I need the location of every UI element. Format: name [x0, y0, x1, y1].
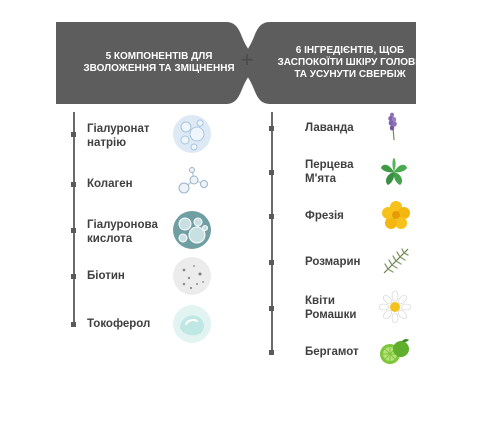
component-label: Колаген — [87, 178, 133, 190]
component-label: Гіалуронат натрію — [87, 123, 150, 149]
chamomile-icon — [379, 291, 411, 323]
bubbles-icon — [173, 115, 211, 153]
banner-right-text: 6 ІНГРЕДІЄНТІВ, ЩОБ ЗАСПОКОЇТИ ШКІРУ ГОЛ… — [277, 45, 423, 80]
bullet-icon — [71, 322, 76, 327]
ingredient-label: Бергамот — [305, 346, 359, 358]
header-banner: 5 КОМПОНЕНТІВ ДЛЯ ЗВОЛОЖЕННЯ ТА ЗМІЦНЕНН… — [56, 22, 422, 104]
ingredient-label: Фрезія — [305, 210, 344, 222]
ingredient-item: Бергамот — [269, 332, 421, 372]
bullet-icon — [71, 274, 76, 279]
banner-left-text: 5 КОМПОНЕНТІВ ДЛЯ ЗВОЛОЖЕННЯ ТА ЗМІЦНЕНН… — [83, 51, 235, 74]
ingredient-item: Перцева М'ята — [269, 152, 421, 192]
bullet-icon — [269, 306, 274, 311]
bullet-icon — [71, 228, 76, 233]
component-item: Колаген — [71, 164, 223, 204]
ingredient-item: Розмарин — [269, 242, 421, 282]
component-item: Гіалуронова кислота — [71, 210, 223, 254]
bullet-icon — [269, 350, 274, 355]
ingredient-label: Лаванда — [305, 122, 354, 134]
bergamot-icon — [380, 339, 409, 364]
ingredient-item: Фрезія — [269, 196, 421, 236]
gel-icon — [173, 305, 211, 343]
bullet-icon — [269, 260, 274, 265]
lavender-icon — [388, 112, 397, 141]
ingredient-label: Квіти Ромашки — [305, 295, 357, 321]
bullet-icon — [71, 182, 76, 187]
component-label: Гіалуронова кислота — [87, 219, 158, 245]
ingredient-label: Перцева М'ята — [305, 159, 354, 185]
component-item: Гіалуронат натрію — [71, 114, 223, 158]
rosemary-icon — [383, 248, 409, 274]
plus-icon: + — [240, 47, 254, 72]
mint-icon — [381, 158, 407, 185]
bullet-icon — [71, 132, 76, 137]
ingredient-label: Розмарин — [305, 256, 361, 268]
bullet-icon — [269, 170, 274, 175]
component-label: Біотин — [87, 270, 125, 282]
component-item: Токоферол — [71, 304, 223, 344]
component-item: Біотин — [71, 256, 223, 296]
freesia-icon — [382, 201, 410, 229]
molecule-icon — [173, 163, 211, 201]
bullet-icon — [269, 126, 274, 131]
component-label: Токоферол — [87, 318, 151, 330]
teal-bubbles-icon — [173, 211, 211, 249]
ingredient-item: Квіти Ромашки — [269, 286, 421, 330]
granules-icon — [173, 257, 211, 295]
ingredients-timeline — [271, 112, 273, 354]
components-timeline — [73, 112, 75, 326]
banner-shape — [56, 22, 416, 104]
bullet-icon — [269, 214, 274, 219]
ingredient-item: Лаванда — [269, 108, 421, 148]
